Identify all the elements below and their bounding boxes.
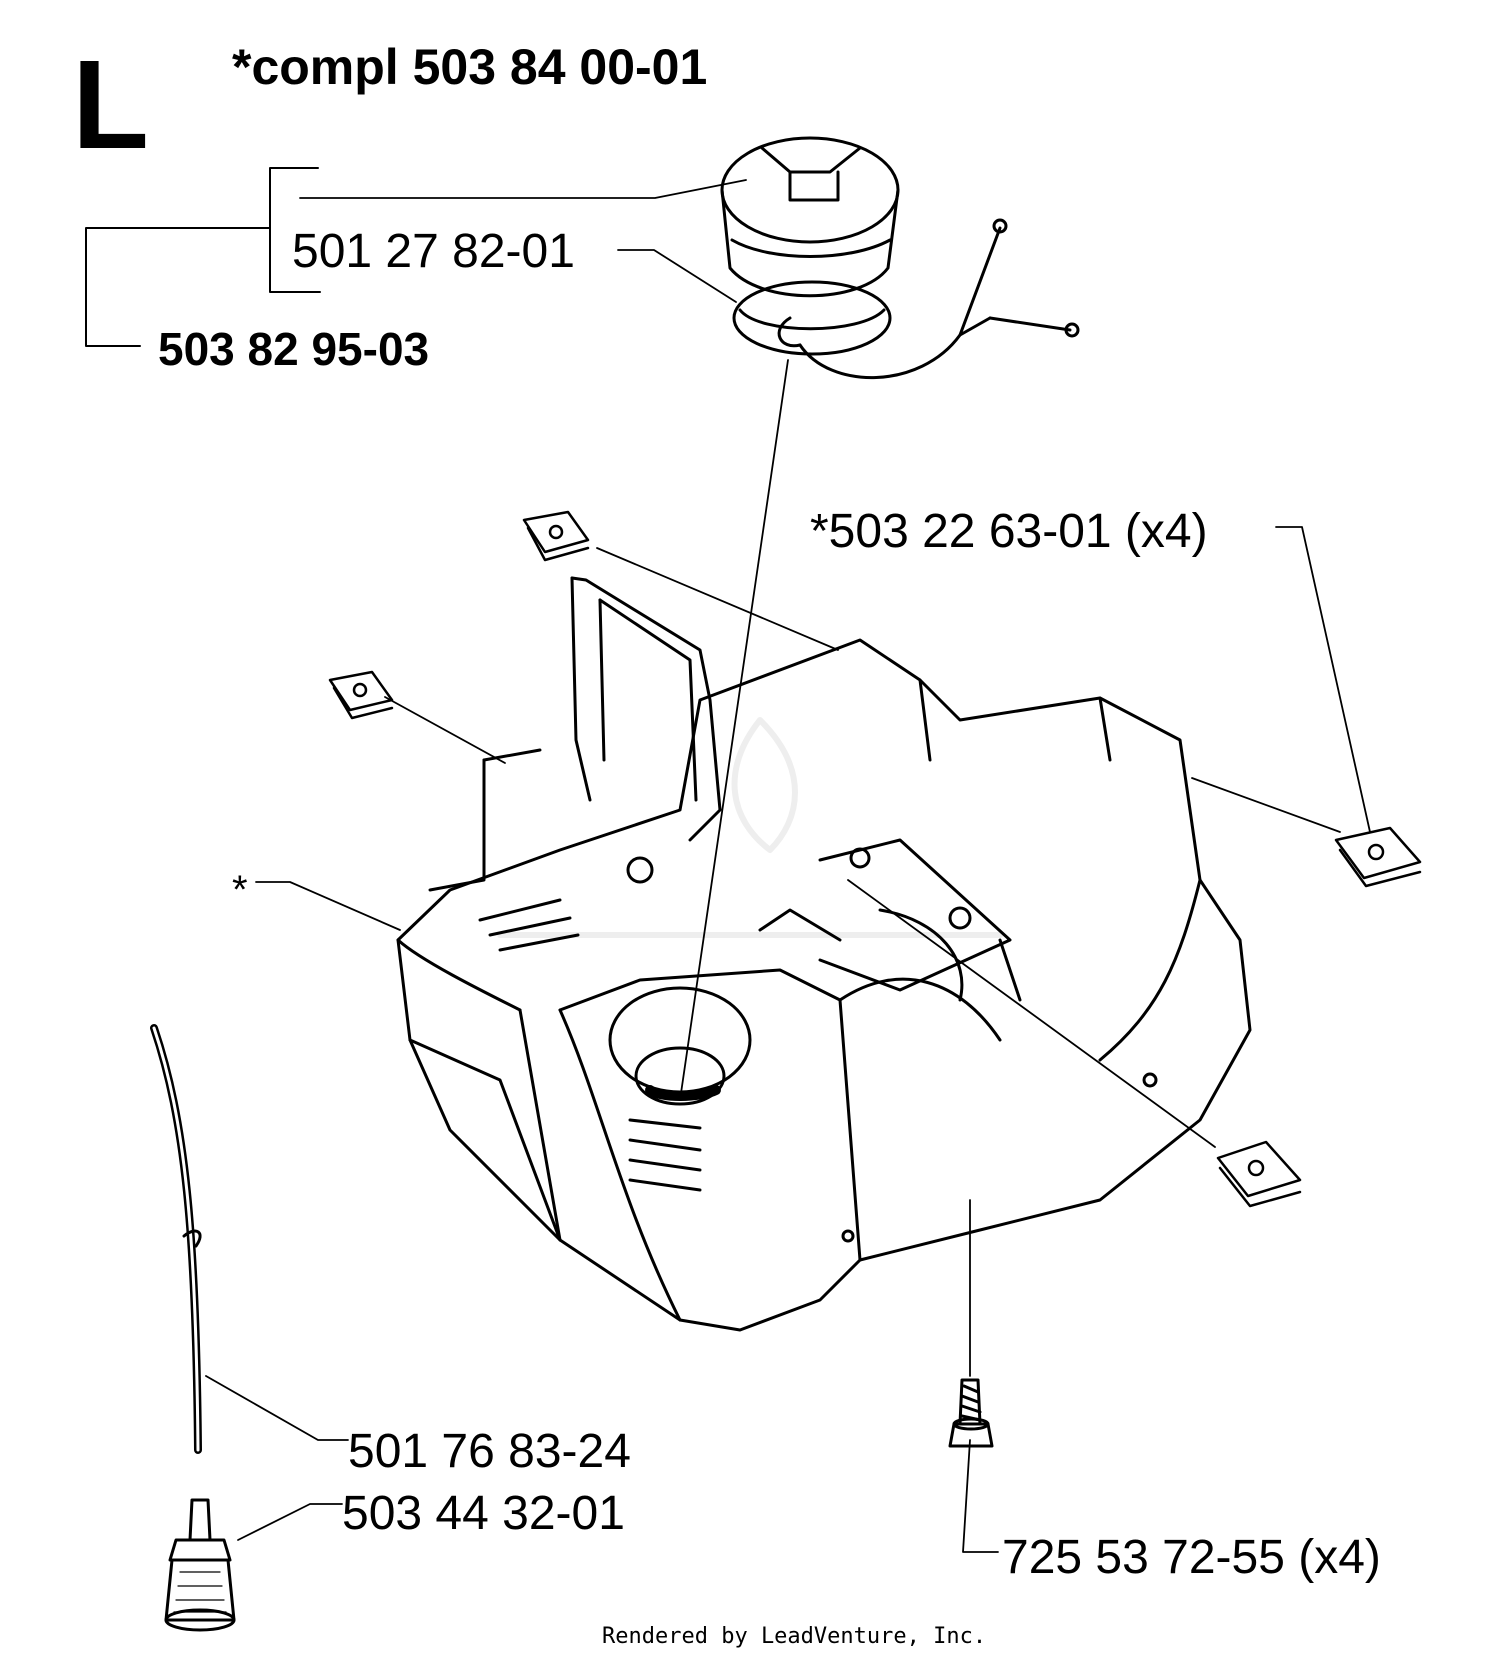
watermark-logo xyxy=(497,717,1003,938)
part-number-fuel-cap[interactable]: 501 27 82-01 xyxy=(292,225,575,278)
part-number-clip-nut[interactable]: *503 22 63-01 (x4) xyxy=(810,505,1208,558)
complete-assembly-part-number: *compl 503 84 00-01 xyxy=(232,39,708,95)
fuel-cap-drawing xyxy=(720,136,1080,380)
fuel-filter-drawing xyxy=(164,1498,236,1632)
clip-nut-4 xyxy=(1216,1140,1302,1208)
clip-nut-3 xyxy=(1334,826,1422,888)
part-number-fuel-filter[interactable]: 503 44 32-01 xyxy=(342,1487,625,1540)
leader-lines xyxy=(205,179,1371,1553)
screw-drawing xyxy=(948,1378,994,1448)
clip-nut-drawings xyxy=(328,510,1422,1208)
fuel-hose-drawing xyxy=(150,1024,202,1454)
fuel-tank-body-drawing xyxy=(396,576,1252,1332)
clip-nut-2 xyxy=(328,670,394,720)
assembly-bracket xyxy=(85,167,321,347)
clip-nut-1 xyxy=(522,510,590,562)
section-letter: L xyxy=(72,34,149,175)
part-number-fuel-cap-assembly[interactable]: 503 82 95-03 xyxy=(158,323,430,375)
part-number-fuel-hose[interactable]: 501 76 83-24 xyxy=(348,1425,631,1478)
part-number-fuel-tank[interactable]: * xyxy=(232,868,248,912)
footer-credit: Rendered by LeadVenture, Inc. xyxy=(602,1624,987,1649)
part-number-screw[interactable]: 725 53 72-55 (x4) xyxy=(1002,1531,1381,1584)
